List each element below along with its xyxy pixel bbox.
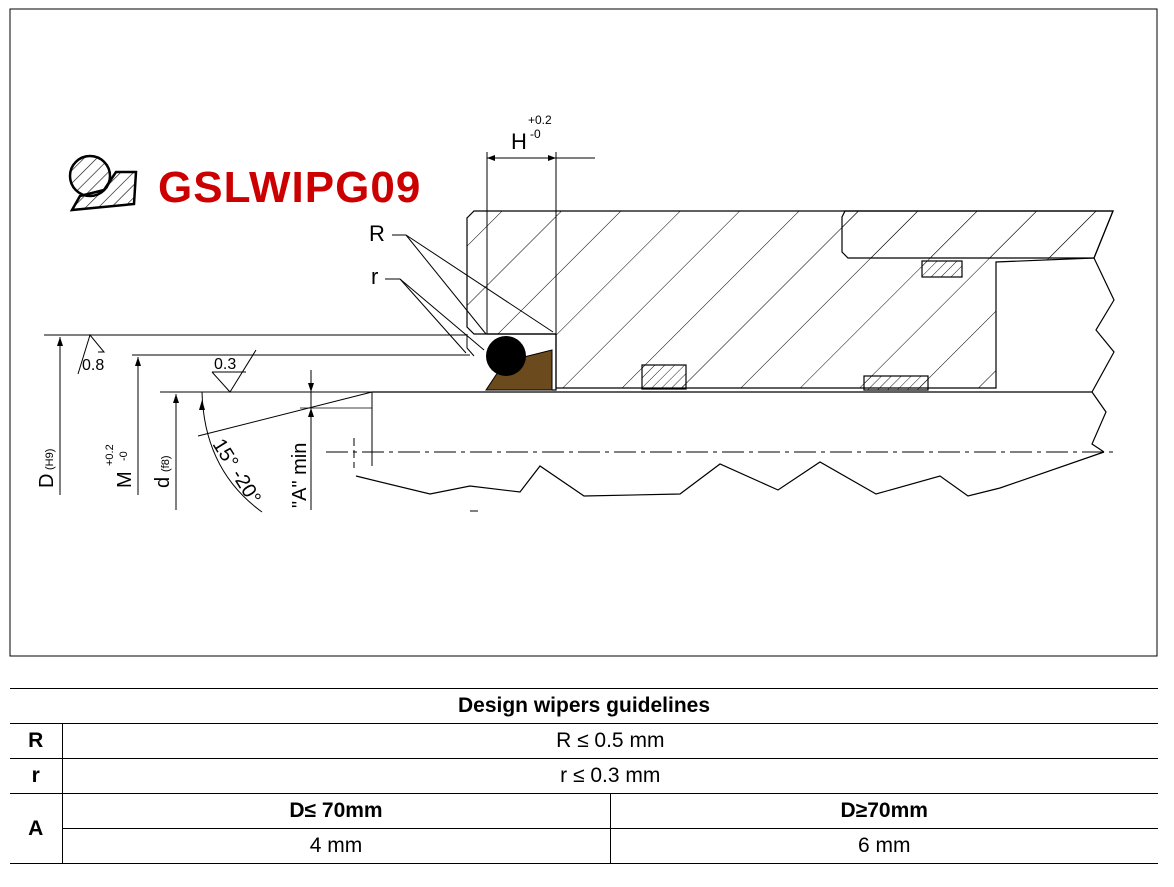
row-value-R: R ≤ 0.5 mm: [61, 723, 1159, 759]
col-header-large: D≥70mm: [609, 793, 1159, 829]
svg-text:15° -20°: 15° -20°: [208, 435, 265, 508]
table-row: r r ≤ 0.3 mm: [10, 758, 1159, 794]
svg-text:D: D: [36, 474, 58, 488]
dimension-H: H +0.2 -0: [486, 113, 595, 334]
table-row: R R ≤ 0.5 mm: [10, 723, 1159, 759]
row-label-R: R: [10, 723, 63, 759]
svg-text:-0: -0: [530, 127, 541, 141]
logo-icon: [68, 154, 138, 212]
svg-text:+0.2: +0.2: [528, 113, 552, 127]
svg-text:0.3: 0.3: [214, 356, 236, 373]
wiper-seal: [485, 333, 557, 391]
radius-leaders: R r: [369, 221, 554, 354]
svg-text:R: R: [369, 221, 385, 246]
guide-ring-seals: [641, 260, 963, 391]
svg-text:-0: -0: [118, 451, 130, 461]
value-small: 4 mm: [61, 828, 611, 864]
svg-text:(f8): (f8): [160, 456, 172, 473]
svg-text:"A" min: "A" min: [289, 443, 311, 508]
svg-text:0.8: 0.8: [82, 357, 104, 374]
product-code: GSLWIPG09: [158, 163, 421, 212]
table-title: Design wipers guidelines: [10, 688, 1159, 724]
row-value-r: r ≤ 0.3 mm: [61, 758, 1159, 794]
technical-drawing: GSLWIPG09 H +0.2 -0 R r: [9, 8, 1158, 657]
guidelines-table: Design wipers guidelines R R ≤ 0.5 mm r …: [10, 688, 1159, 864]
svg-text:(H9): (H9): [44, 449, 56, 470]
svg-text:M: M: [114, 471, 136, 488]
row-label-r: r: [10, 758, 63, 794]
row-label-A: A: [10, 793, 63, 864]
table-row: A D≤ 70mm D≥70mm: [10, 793, 1159, 864]
svg-text:H: H: [511, 129, 527, 154]
surface-finish-symbols: 0.8 0.3: [77, 333, 257, 393]
break-line: [355, 451, 1105, 497]
svg-text:d: d: [152, 477, 174, 488]
value-large: 6 mm: [609, 828, 1159, 864]
drawing-frame: [9, 8, 1158, 657]
table-row: 4 mm 6 mm: [10, 828, 1159, 864]
col-header-small: D≤ 70mm: [61, 793, 611, 829]
svg-text:r: r: [371, 264, 378, 289]
reference-lines: [44, 334, 475, 466]
angle-dimension: 15° -20°: [199, 391, 265, 513]
housing-section: [372, 210, 1115, 453]
vertical-dimensions: D (H9) M +0.2 -0 d (f8) "A" min: [36, 337, 372, 510]
svg-text:+0.2: +0.2: [104, 444, 116, 466]
